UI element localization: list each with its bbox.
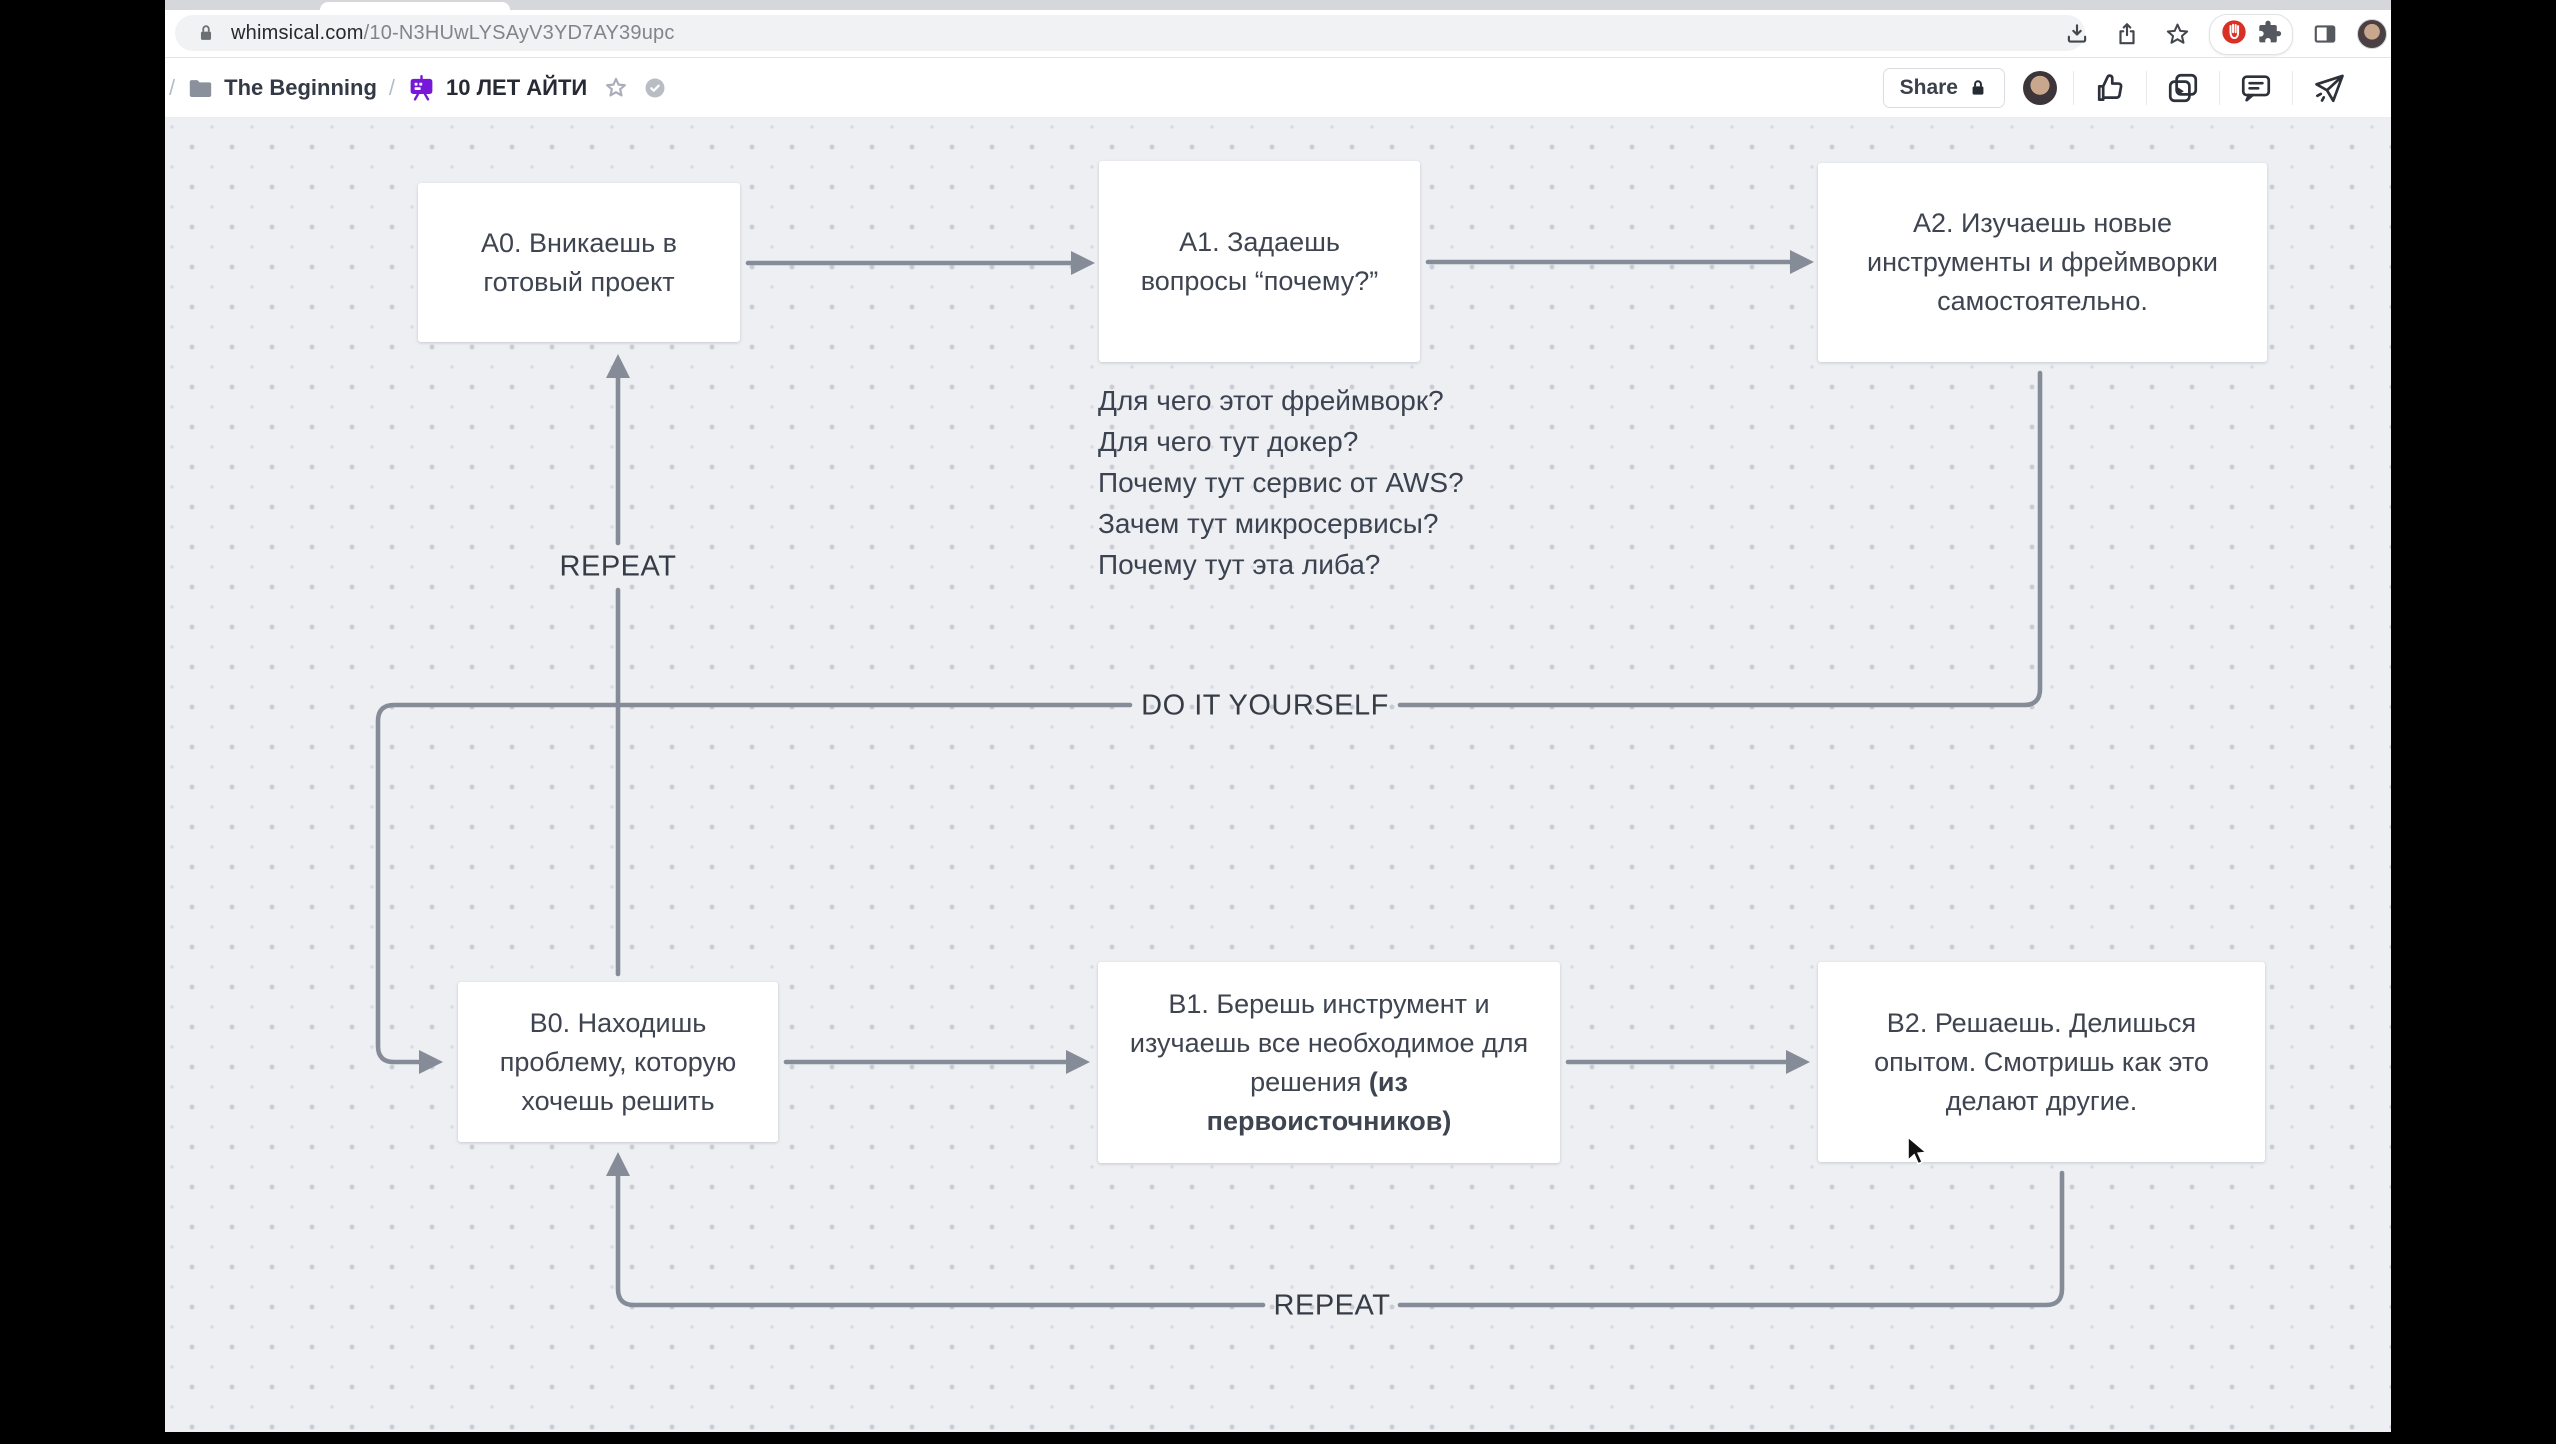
arrowhead-into-a1 [1071,251,1095,275]
download-icon[interactable] [2059,16,2095,52]
connector-repeat-bottom-right [1397,1170,2065,1308]
browser-address-row: whimsical.com/10-N3HUwLYSAyV3YD7AY39upc [165,10,2391,58]
flow-node-a1-text: А1. Задаешь вопросы “почему?” [1140,226,1379,296]
letterbox-left [0,0,165,1444]
breadcrumb-item-board[interactable]: 10 ЛЕТ АЙТИ [446,75,588,100]
letterbox-right [2391,0,2556,1444]
video-clips-button[interactable] [2163,68,2203,108]
question-line: Зачем тут микросервисы? [1098,508,1439,539]
flow-node-a1[interactable]: А1. Задаешь вопросы “почему?” [1099,161,1420,362]
extensions-puzzle-icon[interactable] [2256,19,2282,50]
question-line: Для чего этот фреймворк? [1098,385,1444,416]
arrowhead-into-a0 [606,354,630,378]
board-icon [407,74,436,103]
breadcrumb-separator: / [388,75,396,100]
flow-node-a2-text: А2. Изучаешь новые инструменты и фреймво… [1867,208,2218,316]
flow-node-a0-text: А0. Вникаешь в готовый проект [480,227,678,297]
browser-window: whimsical.com/10-N3HUwLYSAyV3YD7AY39upc [165,0,2391,1432]
flow-node-a2[interactable]: А2. Изучаешь новые инструменты и фреймво… [1818,163,2267,362]
letterbox-bottom [0,1432,2556,1444]
breadcrumb-leading-slash: / [169,75,176,100]
folder-icon [187,75,214,102]
adblock-icon[interactable] [2220,18,2248,51]
comments-button[interactable] [2236,68,2276,108]
question-line: Почему тут сервис от AWS? [1098,467,1464,498]
flow-node-a0[interactable]: А0. Вникаешь в готовый проект [418,183,740,342]
label-repeat-bottom[interactable]: REPEAT [1273,1289,1391,1322]
arrowhead-into-b1 [1066,1050,1090,1074]
tab-strip [165,0,2391,10]
flow-node-b2-text: В2. Решаешь. Делишься опытом. Смотришь к… [1874,1007,2209,1116]
sidebar-toggle-icon[interactable] [2307,16,2343,52]
toolbar-divider [2292,71,2293,105]
breadcrumb: / The Beginning / 10 ЛЕТ АЙТИ [167,58,667,118]
toolbar-divider [2146,71,2147,105]
connector-repeat-bottom-left [615,1173,1266,1308]
toolbar-divider [2073,71,2074,105]
flow-node-b2[interactable]: В2. Решаешь. Делишься опытом. Смотришь к… [1818,962,2265,1162]
arrowhead-into-b0-left [419,1050,443,1074]
url-path: /10-N3HUwLYSAyV3YD7AY39upc [363,21,675,44]
browser-actions [2059,10,2391,58]
app-toolbar: / The Beginning / 10 ЛЕТ АЙТИ [165,58,2391,118]
active-tab[interactable] [320,2,510,10]
url-bar[interactable]: whimsical.com/10-N3HUwLYSAyV3YD7AY39upc [175,15,2085,51]
breadcrumb-item-folder[interactable]: The Beginning [224,75,377,100]
sync-status-icon [643,76,667,100]
label-repeat-top[interactable]: REPEAT [559,550,677,583]
arrowhead-into-b0-bottom [606,1152,630,1176]
label-do-it-yourself[interactable]: DO IT YOURSELF [1141,689,1389,722]
connector-diy-right [1397,370,2043,708]
share-page-icon[interactable] [2109,16,2145,52]
flow-node-b1[interactable]: В1. Берешь инструмент и изучаешь все нео… [1098,962,1560,1163]
mouse-cursor [1907,1136,1929,1165]
arrowhead-into-b2 [1786,1050,1810,1074]
browser-profile-avatar[interactable] [2357,19,2387,49]
flow-node-b1-bold-text: (из первоисточников) [1206,1066,1452,1136]
questions-text-block[interactable]: Для чего этот фреймворк? Для чего тут до… [1098,380,1464,585]
share-button-label: Share [1899,76,1958,99]
flow-node-b0-text: В0. Находишь проблему, которую хочешь ре… [499,1007,737,1116]
url-text: whimsical.com/10-N3HUwLYSAyV3YD7AY39upc [231,22,675,45]
send-button[interactable] [2309,68,2349,108]
bookmark-star-icon[interactable] [2159,16,2195,52]
collaborator-avatar[interactable] [2023,71,2057,105]
arrowhead-into-a2 [1790,250,1814,274]
lock-icon [200,25,212,40]
share-button[interactable]: Share [1882,68,2005,108]
url-domain: whimsical.com [231,21,364,44]
app-toolbar-actions: Share [1882,58,2349,118]
flow-connectors [375,250,2065,1308]
question-line: Для чего тут докер? [1098,426,1359,457]
share-lock-icon [1972,80,1984,95]
flow-node-b0[interactable]: В0. Находишь проблему, которую хочешь ре… [458,982,778,1142]
toolbar-divider [2219,71,2220,105]
whiteboard-canvas[interactable]: А0. Вникаешь в готовый проект А1. Задаеш… [165,118,2391,1432]
flow-node-b1-text: В1. Берешь инструмент и изучаешь все нео… [1129,988,1529,1136]
question-line: Почему тут эта либа? [1098,549,1381,580]
like-button[interactable] [2090,68,2130,108]
extensions-pill [2209,13,2293,55]
connector-diy-left [375,702,1133,1065]
favorite-star-icon[interactable] [603,75,629,101]
